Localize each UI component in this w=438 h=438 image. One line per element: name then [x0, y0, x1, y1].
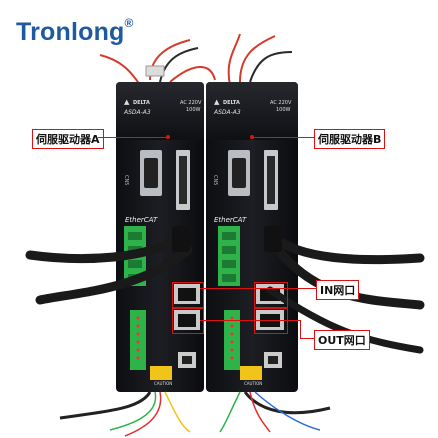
callout-drive-b: 伺服驱动器B [314, 129, 386, 149]
out-port-highlight-b [254, 308, 288, 334]
drive-b-ethercat-logo: EtherCAT [214, 216, 247, 224]
out-port-highlight-a [172, 308, 204, 334]
callout-drive-a: 伺服驱动器A [32, 129, 104, 149]
callout-drive-a-leader [98, 137, 168, 138]
drive-a-model: ASDA-A3 [123, 109, 151, 116]
drive-b-caution-label: CAUTION [244, 381, 262, 386]
callout-in-port: IN网口 [316, 280, 360, 300]
drive-b-brand-badge: DELTA [223, 100, 240, 106]
drive-a-ethercat-logo: EtherCAT [125, 216, 158, 224]
out-port-leader-end [300, 338, 314, 339]
top-wires [99, 33, 293, 86]
servo-drive-b: ▲ DELTA ASDA-A3 AC 220V 100W CN5 EtherCA… [206, 82, 298, 392]
callout-out-port: OUT网口 [314, 330, 370, 350]
drive-b-power-line1: AC 220V [270, 100, 292, 106]
drive-a-power-line2: 100W [186, 107, 201, 113]
out-port-leader-vertical [300, 320, 301, 338]
in-port-leader [200, 288, 316, 289]
callout-drive-a-dot [166, 135, 170, 139]
tronlong-logo: Tronlong® [16, 15, 134, 47]
drive-b-power-line2: 100W [276, 107, 291, 113]
drive-a-caution-label: CAUTION [154, 381, 172, 386]
svg-text:CN5: CN5 [212, 175, 218, 185]
callout-drive-b-dot [250, 135, 254, 139]
logo-registered-mark: ® [124, 15, 134, 30]
svg-text:CN5: CN5 [123, 175, 129, 185]
drive-b-model: ASDA-A3 [213, 109, 241, 116]
svg-text:▲: ▲ [124, 98, 130, 106]
wire-connector [145, 65, 165, 77]
in-port-highlight-b [254, 282, 288, 308]
out-port-leader [200, 320, 300, 321]
bottom-wires [59, 391, 331, 437]
callout-drive-b-leader [252, 137, 314, 138]
drive-a-power-line1: AC 220V [180, 100, 202, 106]
in-port-highlight-a [172, 282, 204, 308]
drive-a-brand-badge: DELTA [133, 100, 150, 106]
svg-text:▲: ▲ [214, 98, 220, 106]
servo-drive-a: ▲ DELTA ASDA-A3 AC 220V 100W CN5 EtherCA… [116, 82, 204, 392]
logo-brand: Tronlong [16, 18, 125, 46]
